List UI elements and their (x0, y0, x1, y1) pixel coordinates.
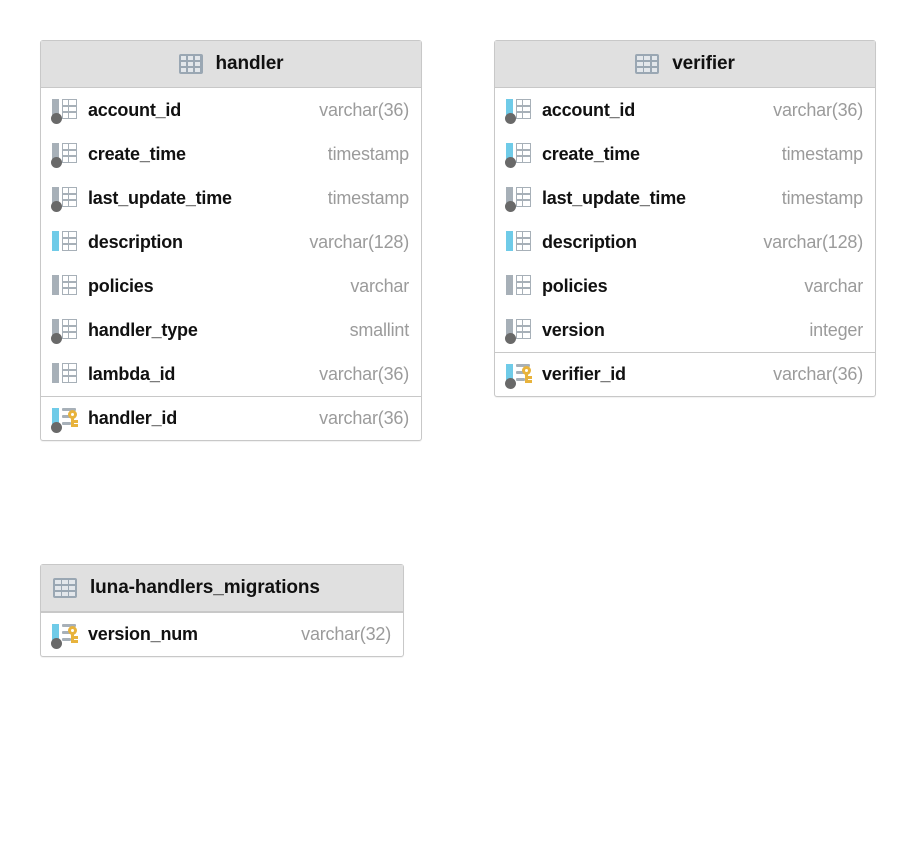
column-name: create_time (88, 143, 186, 164)
entity-header[interactable]: handler (41, 41, 421, 88)
column-name: description (542, 231, 637, 252)
column-row[interactable]: create_time timestamp (495, 132, 875, 176)
primary-key-icon (51, 622, 80, 649)
column-type: varchar (350, 275, 409, 296)
column-type: timestamp (327, 187, 409, 208)
column-type: varchar(36) (319, 363, 409, 384)
column-icon (51, 97, 79, 124)
column-name: last_update_time (542, 187, 686, 208)
table-grid-icon (635, 54, 660, 74)
column-type: varchar(36) (773, 364, 863, 384)
column-row[interactable]: policies varchar (41, 264, 421, 308)
column-type: timestamp (327, 143, 409, 164)
column-type: timestamp (781, 143, 863, 164)
column-row[interactable]: verifier_id varchar(36) (495, 352, 875, 396)
column-name: handler_type (88, 319, 198, 340)
indexed-dot-icon (505, 377, 516, 389)
indexed-dot-icon (51, 113, 62, 124)
column-name: policies (542, 275, 608, 296)
column-name: create_time (542, 143, 640, 164)
column-row[interactable]: description varchar(128) (41, 220, 421, 264)
column-row[interactable]: last_update_time timestamp (41, 176, 421, 220)
column-type: timestamp (781, 187, 863, 208)
key-glyph-icon (519, 365, 534, 383)
column-name: account_id (542, 99, 636, 120)
column-name: description (88, 231, 183, 252)
indexed-dot-icon (51, 333, 62, 344)
column-name: account_id (88, 99, 182, 120)
column-row[interactable]: account_id varchar(36) (495, 88, 875, 132)
column-row[interactable]: version integer (495, 308, 875, 352)
column-icon (51, 185, 79, 212)
column-type: varchar(32) (301, 624, 391, 644)
indexed-dot-icon (505, 201, 516, 212)
entity-header[interactable]: luna-handlers_migrations (41, 565, 403, 612)
indexed-dot-icon (51, 157, 62, 168)
column-name: lambda_id (88, 363, 176, 384)
column-icon (505, 273, 533, 299)
column-name: policies (88, 275, 154, 296)
column-type: varchar(128) (309, 231, 409, 252)
column-list: version_num varchar(32) (41, 612, 403, 656)
column-icon (505, 185, 533, 212)
key-glyph-icon (65, 409, 80, 427)
column-icon (505, 97, 533, 124)
column-icon (51, 317, 79, 344)
entity-table-luna-handlers_migrations[interactable]: luna-handlers_migrations version_num varch… (40, 564, 404, 657)
column-name: version (542, 319, 605, 340)
key-glyph-icon (65, 625, 80, 643)
column-icon (51, 361, 79, 387)
primary-key-icon (51, 406, 80, 433)
column-row[interactable]: description varchar(128) (495, 220, 875, 264)
table-grid-icon (53, 578, 77, 598)
column-name: version_num (88, 624, 198, 644)
table-grid-icon (178, 54, 203, 74)
column-type: varchar(128) (763, 231, 863, 252)
column-row[interactable]: handler_id varchar(36) (41, 396, 421, 440)
column-list: account_id varchar(36) create_time timestam… (41, 88, 421, 440)
primary-key-icon (505, 362, 534, 389)
indexed-dot-icon (51, 421, 62, 433)
column-row[interactable]: lambda_id varchar(36) (41, 352, 421, 396)
column-icon (505, 229, 533, 255)
column-type: varchar(36) (773, 99, 863, 120)
column-row[interactable]: account_id varchar(36) (41, 88, 421, 132)
column-icon (51, 229, 79, 255)
column-type: varchar(36) (319, 99, 409, 120)
column-name: handler_id (88, 408, 178, 428)
entity-title: verifier (672, 53, 735, 74)
entity-header[interactable]: verifier (495, 41, 875, 88)
column-row[interactable]: handler_type smallint (41, 308, 421, 352)
column-type: varchar (804, 275, 863, 296)
column-type: varchar(36) (319, 408, 409, 428)
column-icon (51, 273, 79, 299)
indexed-dot-icon (505, 113, 516, 124)
column-name: verifier_id (542, 364, 626, 384)
column-icon (505, 317, 533, 344)
column-row[interactable]: create_time timestamp (41, 132, 421, 176)
indexed-dot-icon (505, 157, 516, 168)
indexed-dot-icon (505, 333, 516, 344)
entity-title: handler (215, 53, 284, 74)
entity-table-verifier[interactable]: verifier account_id varchar(36) create_time… (494, 40, 876, 397)
column-row[interactable]: version_num varchar(32) (41, 612, 403, 656)
column-row[interactable]: policies varchar (495, 264, 875, 308)
column-type: integer (809, 319, 863, 340)
indexed-dot-icon (51, 637, 62, 649)
column-name: last_update_time (88, 187, 232, 208)
column-row[interactable]: last_update_time timestamp (495, 176, 875, 220)
indexed-dot-icon (51, 201, 62, 212)
entity-title: luna-handlers_migrations (90, 577, 320, 598)
column-icon (505, 141, 533, 168)
column-type: smallint (349, 319, 410, 340)
column-list: account_id varchar(36) create_time timestam… (495, 88, 875, 396)
column-icon (51, 141, 79, 168)
